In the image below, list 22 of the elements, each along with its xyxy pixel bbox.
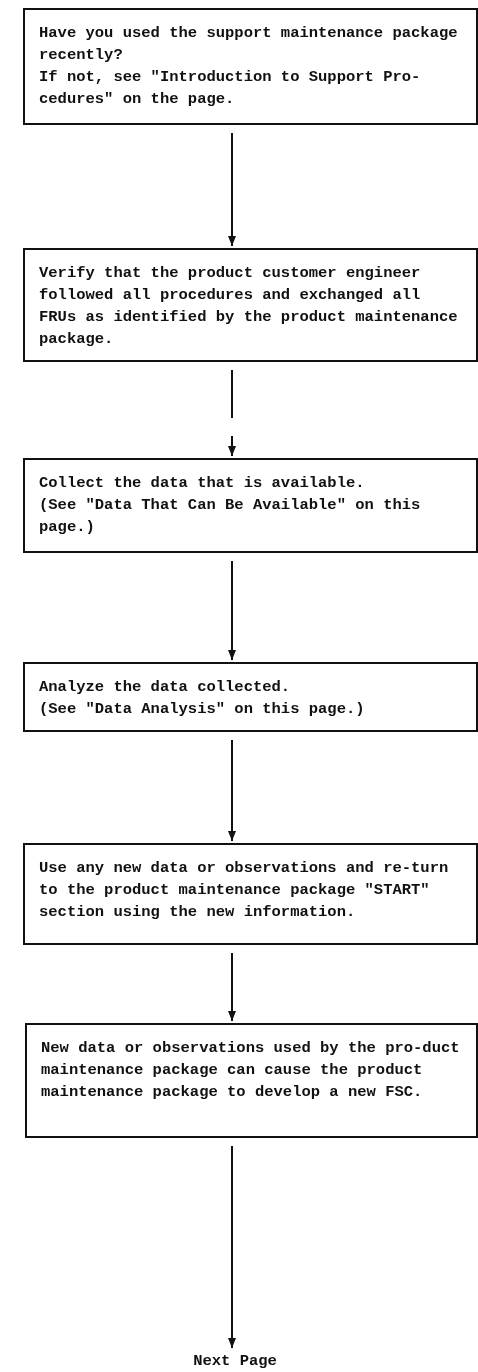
process-box [23,662,478,732]
process-box [25,1023,478,1138]
arrow [228,132,236,247]
arrow [228,560,236,661]
continuation-label: Next Page [180,1350,290,1372]
step-text: Verify that the product customer engineer followed all procedures and exchanged all FRUs as identified by the product maintenance package. [39,263,459,350]
step-text: (See "Data Analysis" on this page.) [39,699,366,720]
process-box [23,458,478,553]
arrow [228,369,236,457]
process-box [23,248,478,362]
process-box [23,843,478,945]
process-box [23,8,478,125]
arrow [228,1145,236,1349]
step-text: If not, see "Introduction to Support Pro-cedures" on the page. [39,67,422,110]
step-text: Analyze the data collected. [39,677,292,698]
step-text: Collect the data that is available. [39,473,366,494]
step-text: New data or observations used by the pro-duct maintenance package can cause the product maintenance package to develop a new FSC. [41,1038,461,1103]
arrow [228,739,236,842]
step-text: Have you used the support maintenance package recently? [39,23,459,66]
step-text: Use any new data or observations and re-turn to the product maintenance package "START" section using the new information. [39,858,450,923]
step-text: (See "Data That Can Be Available" on this page.) [39,495,422,538]
arrow [228,952,236,1022]
